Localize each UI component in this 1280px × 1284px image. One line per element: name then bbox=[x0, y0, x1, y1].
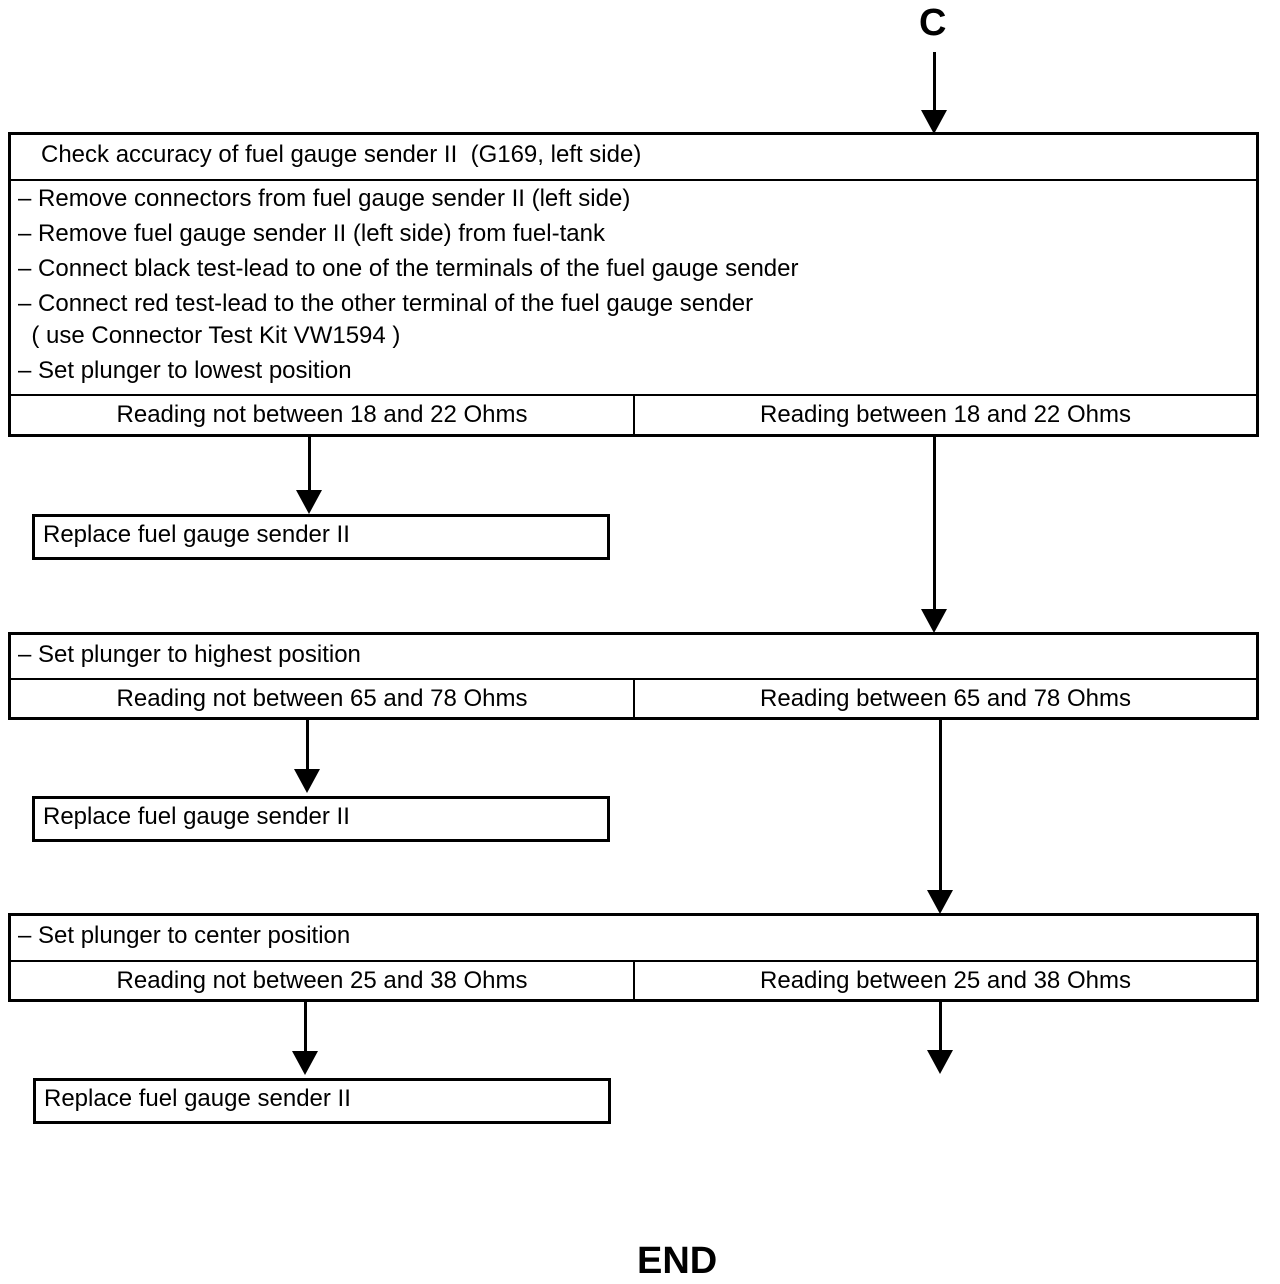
step2-instruction: – Set plunger to highest position bbox=[18, 641, 361, 668]
step2-fail-arrow-line bbox=[306, 720, 309, 770]
step3-fail-arrow-line bbox=[304, 1002, 307, 1052]
step2-result-split bbox=[633, 680, 635, 717]
step1-instruction-4: – Connect red test-lead to the other ter… bbox=[18, 290, 754, 317]
step3-result-divider bbox=[11, 960, 1256, 962]
step1-fail-arrow-line bbox=[308, 437, 311, 492]
step1-pass-cell: Reading between 18 and 22 Ohms bbox=[760, 401, 1131, 428]
step3-fail-arrow-head bbox=[292, 1051, 318, 1075]
step1-box: Check accuracy of fuel gauge sender II (… bbox=[8, 132, 1259, 437]
step3-action-label: Replace fuel gauge sender II bbox=[44, 1085, 351, 1112]
step1-instruction-1: – Remove connectors from fuel gauge send… bbox=[18, 185, 631, 212]
step1-title-divider bbox=[11, 179, 1256, 181]
step2-pass-arrow-head bbox=[927, 890, 953, 914]
step2-box: – Set plunger to highest position Readin… bbox=[8, 632, 1259, 720]
step2-fail-arrow-head bbox=[294, 769, 320, 793]
step1-instruction-6: – Set plunger to lowest position bbox=[18, 357, 352, 384]
step1-fail-cell: Reading not between 18 and 22 Ohms bbox=[116, 401, 528, 428]
arrow-start-line bbox=[933, 52, 936, 112]
step1-pass-arrow-line bbox=[933, 437, 936, 610]
step2-action-label: Replace fuel gauge sender II bbox=[43, 803, 350, 830]
step2-fail-cell: Reading not between 65 and 78 Ohms bbox=[116, 684, 528, 712]
step1-result-divider bbox=[11, 394, 1256, 396]
step3-instruction: – Set plunger to center position bbox=[18, 922, 351, 949]
step3-fail-cell: Reading not between 25 and 38 Ohms bbox=[116, 966, 528, 994]
step2-pass-arrow-line bbox=[939, 720, 942, 891]
step1-action-box: Replace fuel gauge sender II bbox=[32, 514, 610, 560]
step2-pass-cell: Reading between 65 and 78 Ohms bbox=[760, 684, 1131, 712]
step2-result-divider bbox=[11, 678, 1256, 680]
step1-result-row: Reading not between 18 and 22 Ohms Readi… bbox=[11, 396, 1256, 434]
step2-action-box: Replace fuel gauge sender II bbox=[32, 796, 610, 842]
step1-result-split bbox=[633, 396, 635, 434]
step1-fail-arrow-head bbox=[296, 490, 322, 514]
connector-end-label: END bbox=[637, 1240, 718, 1282]
step1-action-label: Replace fuel gauge sender II bbox=[43, 521, 350, 548]
step3-pass-arrow-head bbox=[927, 1050, 953, 1074]
step1-instruction-2: – Remove fuel gauge sender II (left side… bbox=[18, 220, 605, 247]
step3-pass-cell: Reading between 25 and 38 Ohms bbox=[760, 966, 1131, 994]
step3-action-box: Replace fuel gauge sender II bbox=[33, 1078, 611, 1124]
arrow-start-head bbox=[921, 110, 947, 134]
step2-result-row: Reading not between 65 and 78 Ohms Readi… bbox=[11, 680, 1256, 717]
step3-result-split bbox=[633, 962, 635, 999]
step1-instruction-5: ( use Connector Test Kit VW1594 ) bbox=[18, 322, 401, 349]
step3-box: – Set plunger to center position Reading… bbox=[8, 913, 1259, 1002]
step3-result-row: Reading not between 25 and 38 Ohms Readi… bbox=[11, 962, 1256, 999]
step3-pass-arrow-line bbox=[939, 1002, 942, 1052]
step1-instruction-3: – Connect black test-lead to one of the … bbox=[18, 255, 799, 282]
step1-pass-arrow-head bbox=[921, 609, 947, 633]
step1-title: Check accuracy of fuel gauge sender II (… bbox=[41, 141, 642, 168]
connector-start-label: C bbox=[919, 2, 947, 44]
